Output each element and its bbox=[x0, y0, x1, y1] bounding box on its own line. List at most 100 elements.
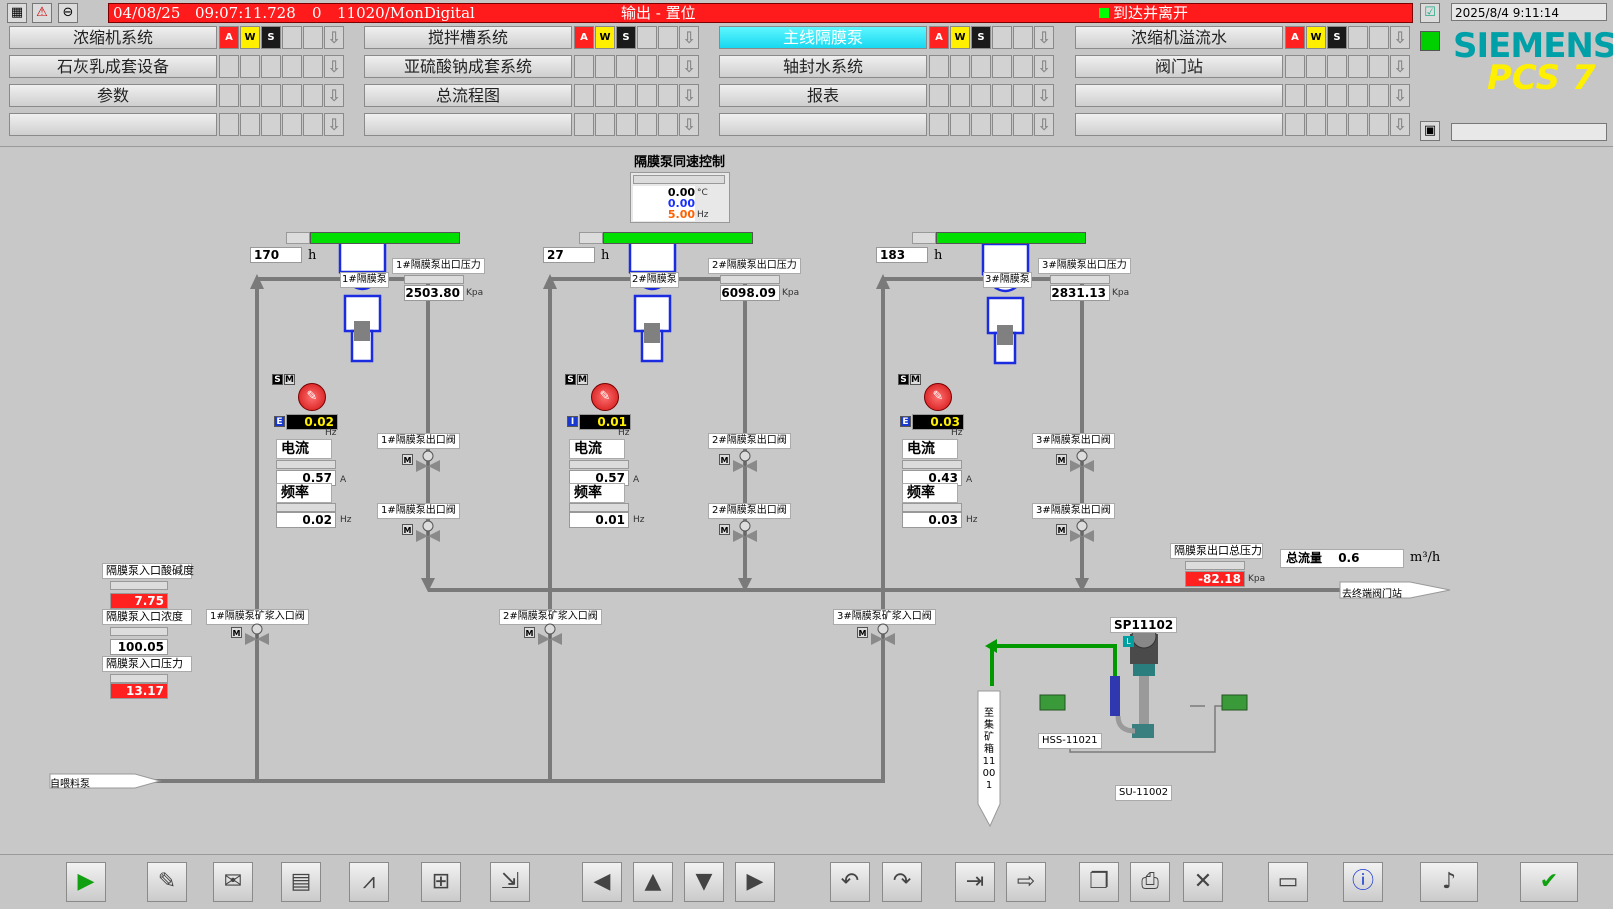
nav-row2-1[interactable]: 亚硫酸钠成套系统 bbox=[364, 55, 572, 78]
export-icon[interactable]: ⇲ bbox=[490, 862, 530, 902]
nav-expand-icon[interactable]: ⇩ bbox=[679, 55, 699, 78]
nav-alarm-slot[interactable]: A bbox=[1285, 26, 1305, 49]
nav-alarm-slot[interactable] bbox=[1285, 113, 1305, 136]
nav-row3-2[interactable]: 报表 bbox=[719, 84, 927, 107]
nav-alarm-slot[interactable] bbox=[992, 26, 1012, 49]
nav-alarm-slot[interactable] bbox=[1285, 84, 1305, 107]
nav-alarm-slot[interactable] bbox=[574, 84, 594, 107]
nav-expand-icon[interactable]: ⇩ bbox=[1390, 55, 1410, 78]
notepad-icon[interactable]: ✉ bbox=[213, 862, 253, 902]
nav-row1-1[interactable]: 搅拌槽系统 bbox=[364, 26, 572, 49]
nav-expand-icon[interactable]: ⇩ bbox=[1034, 55, 1054, 78]
nav-alarm-slot[interactable]: A bbox=[219, 26, 239, 49]
valve-icon[interactable] bbox=[243, 623, 271, 651]
nav-expand-icon[interactable]: ⇩ bbox=[1034, 84, 1054, 107]
nav-alarm-slot[interactable] bbox=[1327, 55, 1347, 78]
nav-row1-0[interactable]: 浓缩机系统 bbox=[9, 26, 217, 49]
alarm-line[interactable]: 04/08/25 09:07:11.728 0 11020/MonDigital… bbox=[108, 3, 1413, 23]
motor-fault-icon[interactable]: ✎ bbox=[591, 383, 619, 411]
pump-runtime-hours[interactable]: 170 bbox=[250, 247, 302, 263]
nav-alarm-slot[interactable] bbox=[658, 84, 678, 107]
nav-row3-3[interactable] bbox=[1075, 84, 1283, 107]
nav-alarm-slot[interactable] bbox=[240, 84, 260, 107]
copy-icon[interactable]: ❐ bbox=[1079, 862, 1119, 902]
nav-alarm-slot[interactable]: A bbox=[574, 26, 594, 49]
redo-icon[interactable]: ↷ bbox=[882, 862, 922, 902]
pump-name[interactable]: 2#隔膜泵 bbox=[630, 272, 679, 288]
nav-alarm-slot[interactable]: S bbox=[616, 26, 636, 49]
overview-icon[interactable]: ▦ bbox=[7, 3, 27, 23]
nav-alarm-slot[interactable] bbox=[303, 26, 323, 49]
nav-alarm-slot[interactable]: W bbox=[595, 26, 615, 49]
nav-alarm-slot[interactable] bbox=[282, 26, 302, 49]
nav-alarm-slot[interactable] bbox=[1306, 113, 1326, 136]
trend-icon[interactable]: ⩘ bbox=[349, 862, 389, 902]
nav-alarm-slot[interactable] bbox=[1369, 26, 1389, 49]
inlet-pressure-value[interactable]: 13.17 bbox=[110, 683, 168, 699]
valve-icon[interactable] bbox=[1068, 450, 1096, 478]
nav-row4-3[interactable] bbox=[1075, 113, 1283, 136]
nav-alarm-slot[interactable] bbox=[971, 84, 991, 107]
valve-icon[interactable] bbox=[1068, 520, 1096, 548]
nav-alarm-slot[interactable] bbox=[1285, 55, 1305, 78]
nav-alarm-slot[interactable] bbox=[261, 55, 281, 78]
hss-tag[interactable]: HSS-11021 bbox=[1038, 733, 1102, 749]
minimize-icon[interactable]: ⊖ bbox=[58, 3, 78, 23]
nav-alarm-slot[interactable] bbox=[616, 55, 636, 78]
pump-outlet-pressure-value[interactable]: 2503.80 bbox=[404, 285, 464, 301]
nav-alarm-slot[interactable] bbox=[658, 113, 678, 136]
nav-alarm-slot[interactable] bbox=[616, 113, 636, 136]
motor-fault-icon[interactable]: ✎ bbox=[298, 383, 326, 411]
nav-alarm-slot[interactable]: S bbox=[261, 26, 281, 49]
pump-current-value[interactable]: 0.43 bbox=[902, 470, 962, 486]
inlet-acidity-value[interactable]: 7.75 bbox=[110, 593, 168, 609]
nav-expand-icon[interactable]: ⇩ bbox=[679, 26, 699, 49]
nav-alarm-slot[interactable] bbox=[637, 84, 657, 107]
arrow-left-icon[interactable]: ◀ bbox=[582, 862, 622, 902]
outlet-total-pressure-value[interactable]: -82.18 bbox=[1185, 571, 1245, 587]
nav-alarm-slot[interactable] bbox=[637, 55, 657, 78]
nav-alarm-slot[interactable] bbox=[240, 55, 260, 78]
pump-name[interactable]: 1#隔膜泵 bbox=[340, 272, 389, 288]
nav-alarm-slot[interactable] bbox=[303, 113, 323, 136]
pump-runtime-hours[interactable]: 183 bbox=[876, 247, 928, 263]
nav-expand-icon[interactable]: ⇩ bbox=[679, 84, 699, 107]
valve-icon[interactable] bbox=[536, 623, 564, 651]
nav-alarm-slot[interactable] bbox=[1327, 113, 1347, 136]
nav-alarm-slot[interactable] bbox=[950, 55, 970, 78]
nav-alarm-slot[interactable] bbox=[282, 55, 302, 78]
nav-expand-icon[interactable]: ⇩ bbox=[679, 113, 699, 136]
nav-alarm-slot[interactable] bbox=[282, 113, 302, 136]
nav-alarm-slot[interactable] bbox=[637, 26, 657, 49]
nav-alarm-slot[interactable] bbox=[1348, 84, 1368, 107]
nav-row1-3[interactable]: 浓缩机溢流水 bbox=[1075, 26, 1283, 49]
ack-icon[interactable]: ✔ bbox=[1520, 862, 1578, 902]
pump-frequency-setpoint[interactable]: 0.01 bbox=[579, 414, 631, 430]
nav-alarm-slot[interactable] bbox=[240, 113, 260, 136]
nav-alarm-slot[interactable] bbox=[303, 84, 323, 107]
nav-expand-icon[interactable]: ⇩ bbox=[324, 84, 344, 107]
pump-outlet-pressure-value[interactable]: 6098.09 bbox=[720, 285, 780, 301]
pump-runtime-hours[interactable]: 27 bbox=[543, 247, 595, 263]
nav-alarm-slot[interactable] bbox=[261, 113, 281, 136]
next-icon[interactable]: ⇨ bbox=[1006, 862, 1046, 902]
nav-alarm-slot[interactable] bbox=[658, 55, 678, 78]
valve-icon[interactable] bbox=[414, 520, 442, 548]
valve-icon[interactable] bbox=[731, 520, 759, 548]
sound-icon[interactable]: ♪ bbox=[1420, 862, 1478, 902]
alarm-warning-icon[interactable]: ⚠ bbox=[32, 3, 52, 23]
delete-icon[interactable]: ✕ bbox=[1183, 862, 1223, 902]
nav-row3-1[interactable]: 总流程图 bbox=[364, 84, 572, 107]
play-icon[interactable]: ▶ bbox=[66, 862, 106, 902]
nav-alarm-slot[interactable] bbox=[992, 84, 1012, 107]
nav-alarm-slot[interactable] bbox=[595, 84, 615, 107]
nav-alarm-slot[interactable] bbox=[595, 55, 615, 78]
nav-alarm-slot[interactable] bbox=[303, 55, 323, 78]
nav-alarm-slot[interactable] bbox=[992, 113, 1012, 136]
nav-alarm-slot[interactable] bbox=[219, 55, 239, 78]
nav-alarm-slot[interactable] bbox=[1013, 55, 1033, 78]
sump-pump-tag[interactable]: SP11102 bbox=[1110, 617, 1178, 633]
nav-alarm-slot[interactable] bbox=[219, 84, 239, 107]
nav-row2-2[interactable]: 轴封水系统 bbox=[719, 55, 927, 78]
pump-current-value[interactable]: 0.57 bbox=[276, 470, 336, 486]
